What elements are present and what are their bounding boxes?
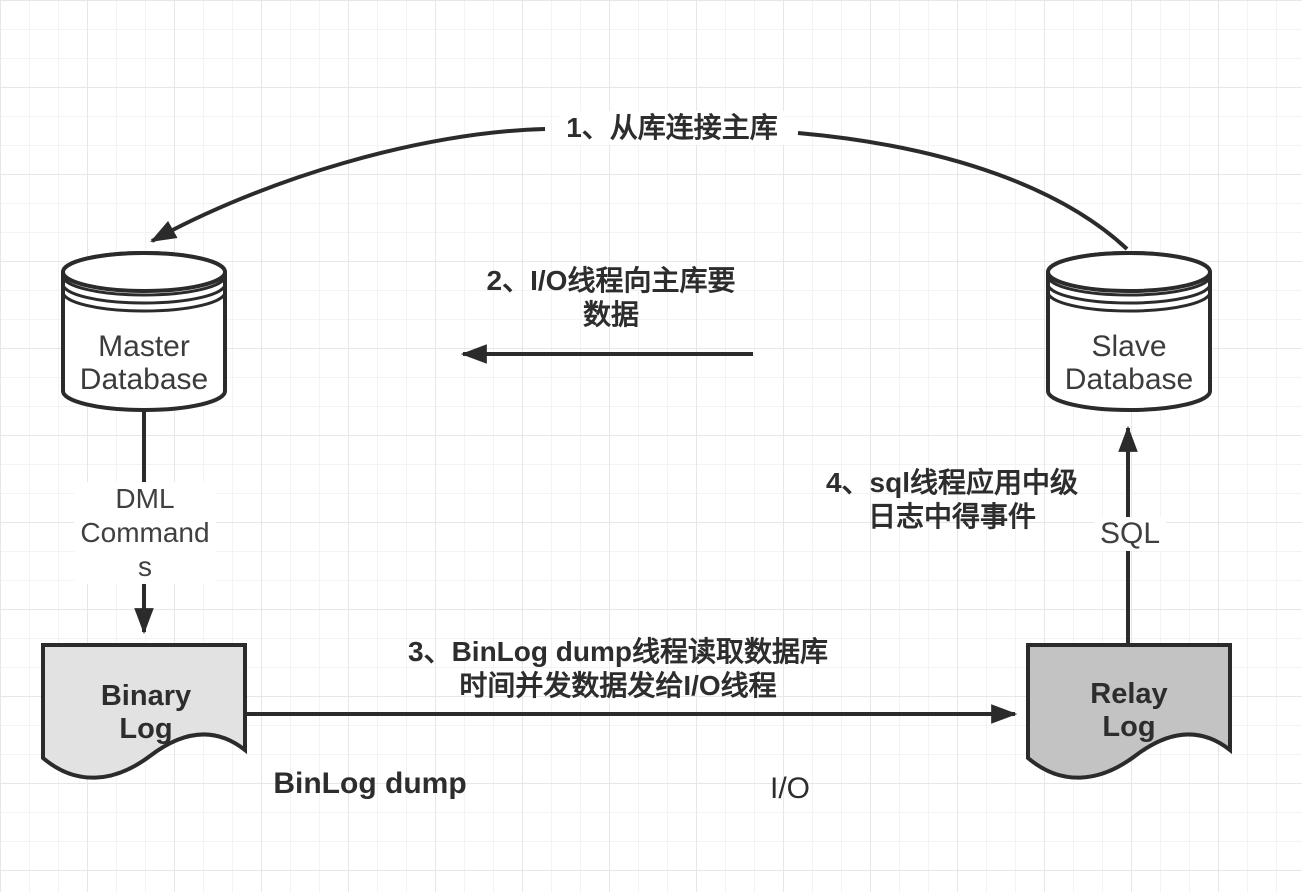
master-db-ring-1: [61, 275, 227, 297]
label-dml-line1: DML: [115, 483, 175, 514]
relay-log-label: Relay Log: [1090, 678, 1167, 744]
slave-database-line1: Slave: [1091, 330, 1167, 363]
master-database-label: Master Database: [80, 330, 208, 396]
label-io-text: I/O: [769, 772, 811, 805]
relay-log-line2: Log: [1102, 711, 1156, 743]
master-database-cylinder-top: [61, 251, 227, 293]
master-db-ring-2: [61, 283, 227, 305]
label-step4: 4、sql线程应用中级 日志中得事件: [826, 466, 1078, 534]
label-step1-text: 1、从库连接主库: [566, 112, 778, 143]
label-binlog-dump-text: BinLog dump: [273, 767, 467, 800]
master-db-ring-3: [61, 291, 227, 313]
master-database-node[interactable]: [61, 251, 227, 412]
binary-log-label: Binary Log: [101, 680, 191, 746]
label-step2-line2: 数据: [582, 299, 640, 330]
label-step4-line2: 日志中得事件: [867, 501, 1036, 532]
slave-database-line2: Database: [1064, 363, 1194, 396]
label-step4-line1: 4、sql线程应用中级: [825, 467, 1079, 498]
label-dml-line3: s: [137, 551, 152, 582]
label-sql-text: SQL: [1099, 517, 1161, 550]
slave-database-label: Slave Database: [1065, 330, 1193, 396]
slave-db-ring-2: [1046, 283, 1212, 305]
master-database-line1: Master: [98, 330, 190, 363]
binary-log-document-icon[interactable]: [41, 643, 247, 780]
slave-database-cylinder-top: [1046, 251, 1212, 293]
label-binlog-dump: BinLog dump: [273, 767, 466, 801]
label-step2: 2、I/O线程向主库要 数据: [487, 264, 736, 332]
label-dml-commands: DML Command s: [74, 482, 216, 584]
master-database-line2: Database: [79, 363, 209, 396]
label-step3-line1: 3、BinLog dump线程读取数据库: [408, 636, 828, 667]
relay-log-line1: Relay: [1090, 678, 1168, 710]
slave-db-ring-3: [1046, 291, 1212, 313]
edge-slave-connects-master-left[interactable]: [150, 127, 546, 243]
label-step3-line2: 时间并发数据发给I/O线程: [459, 670, 777, 701]
label-step3: 3、BinLog dump线程读取数据库 时间并发数据发给I/O线程: [408, 635, 828, 703]
slave-database-node[interactable]: [1046, 251, 1212, 412]
slave-db-ring-1: [1046, 275, 1212, 297]
label-io: I/O: [770, 772, 810, 806]
label-step2-line1: 2、I/O线程向主库要: [486, 265, 736, 296]
binary-log-line2: Log: [119, 713, 173, 745]
binary-log-line1: Binary: [100, 680, 192, 712]
edge-slave-connects-master-right[interactable]: [797, 131, 1129, 251]
label-step1: 1、从库连接主库: [560, 111, 784, 145]
relay-log-document-icon[interactable]: [1026, 643, 1232, 780]
label-sql: SQL: [1093, 517, 1167, 551]
label-dml-line2: Command: [80, 517, 210, 548]
